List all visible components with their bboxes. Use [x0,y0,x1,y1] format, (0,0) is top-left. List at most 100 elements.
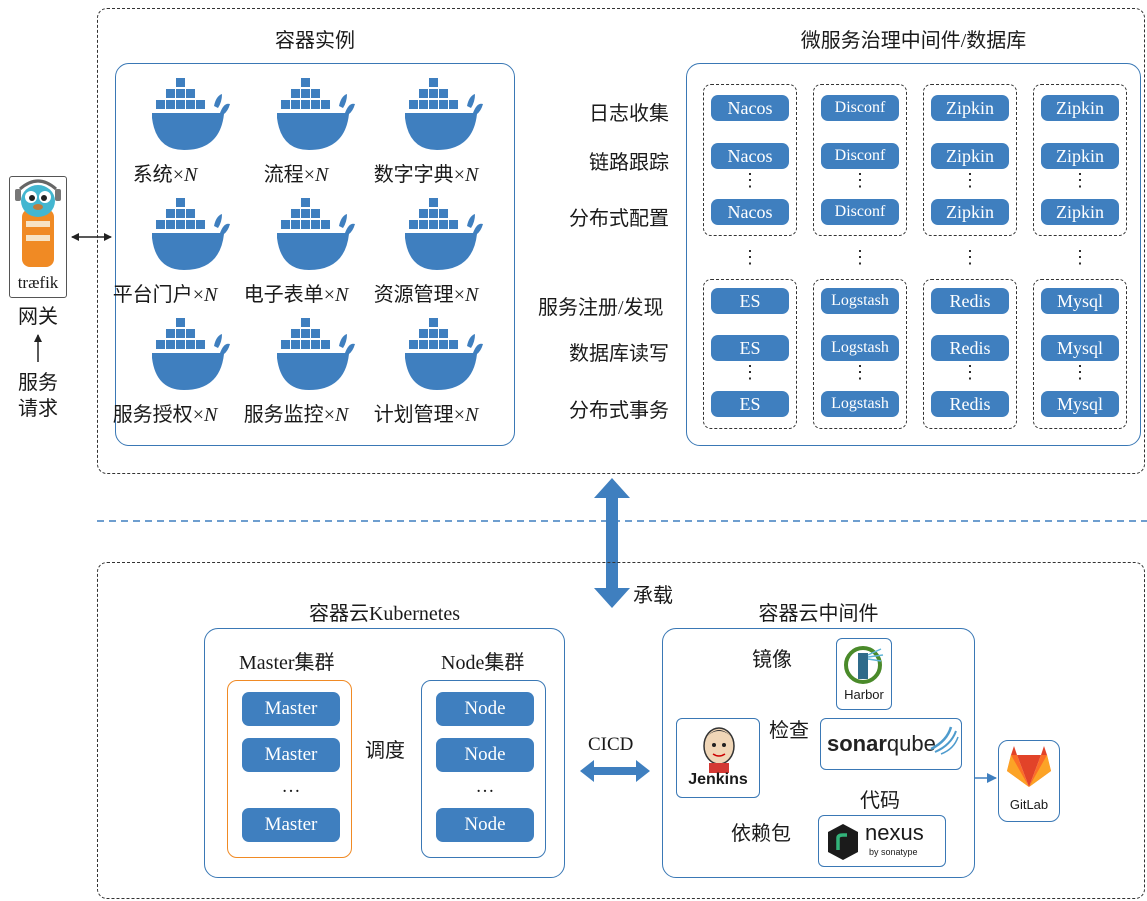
jenkins-text: Jenkins [688,771,748,788]
worker-node: Node [436,808,534,842]
traefik-text: træfik [17,273,59,292]
middleware-component: Zipkin [931,95,1009,121]
mirror-label: 镜像 [752,649,792,671]
master-node: Master [242,738,340,772]
node-cluster-box [421,680,546,858]
nexus-logo: nexus by sonatype [818,815,946,867]
sonar-text: sonar [827,731,887,756]
middleware-box [686,63,1141,446]
middleware-component: Zipkin [1041,95,1119,121]
container-title: 容器实例 [275,30,355,52]
middleware-component: Mysql [1041,288,1119,314]
service-label: 服务监控×N [243,404,349,426]
function-label: 日志收集 [589,103,669,125]
middleware-title: 微服务治理中间件/数据库 [800,30,1027,52]
docker-whale-icon [150,198,234,277]
middleware-component: Disconf [821,199,899,225]
docker-whale-icon [275,198,359,277]
service-label: 计划管理×N [373,404,479,426]
gitlab-text: GitLab [1009,797,1049,812]
sonar-waves-icon [930,726,959,755]
docker-whale-icon [403,78,487,157]
middleware-component: Zipkin [1041,143,1119,169]
service-label: 系统×N [132,164,198,186]
function-label: 服务注册/发现 [538,297,664,319]
middleware-component: Logstash [821,335,899,361]
service-label: 数字字典×N [373,164,479,186]
qube-text: qube [886,731,936,756]
middleware-component: Redis [931,288,1009,314]
function-label: 分布式配置 [569,208,669,230]
middleware-group [813,84,907,236]
carry-label: 承载 [633,585,673,607]
dependency-label: 依赖包 [731,823,791,845]
cicd-label: CICD [588,734,634,755]
service-label: 服务授权×N [112,404,218,426]
function-label: 数据库读写 [569,343,669,365]
k8s-title: 容器云Kubernetes [308,603,461,625]
middleware-component: Zipkin [931,143,1009,169]
function-label: 分布式事务 [569,400,669,422]
schedule-label: 调度 [365,740,405,762]
middleware-group [1033,279,1127,429]
sonarqube-logo: sonarqube [820,718,962,770]
harbor-text: Harbor [844,687,884,702]
nexus-icon [828,824,858,860]
gitlab-icon [1007,746,1051,787]
master-ellipsis: … [281,776,301,797]
middleware-component: Disconf [821,95,899,121]
middleware-component: ES [711,288,789,314]
nexus-subtext: by sonatype [869,847,918,857]
master-cluster-box [227,680,352,858]
check-label: 检查 [769,720,809,742]
middleware-group [813,279,907,429]
docker-whale-icon [403,318,487,397]
middleware-component: Nacos [711,143,789,169]
jenkins-icon [703,727,735,773]
service-label: 平台门户×N [112,284,218,306]
middleware-component: Zipkin [931,199,1009,225]
docker-whale-icon [150,318,234,397]
top-dashed-region [97,8,1145,474]
middleware-component: ES [711,391,789,417]
middleware-component: Mysql [1041,391,1119,417]
cicd-arrow [580,760,650,782]
node-ellipsis: … [475,776,495,797]
gitlab-logo: GitLab [998,740,1060,822]
middleware-component: Logstash [821,391,899,417]
worker-node: Node [436,738,534,772]
request-label: 服务 [18,372,58,394]
service-label: 电子表单×N [243,284,349,306]
master-node: Master [242,692,340,726]
request-label: 请求 [18,398,58,420]
gateway-label: 网关 [18,306,58,328]
middleware-component: Logstash [821,288,899,314]
middleware-component: Redis [931,335,1009,361]
nexus-text: nexus [865,820,924,845]
middleware-group [703,84,797,236]
carry-arrow [594,478,630,608]
middleware-component: ES [711,335,789,361]
middleware-component: Nacos [711,199,789,225]
node-cluster-title: Node集群 [441,652,525,674]
service-label: 资源管理×N [373,284,479,306]
cloud-middleware-title: 容器云中间件 [758,603,879,625]
middleware-group [923,279,1017,429]
harbor-logo: Harbor [836,638,892,710]
docker-whale-icon [150,78,234,157]
middleware-component: Nacos [711,95,789,121]
master-cluster-title: Master集群 [239,652,335,674]
service-label: 流程×N [263,164,329,186]
middleware-group [923,84,1017,236]
harbor-icon [844,646,884,684]
docker-whale-icon [275,318,359,397]
bottom-dashed-region [97,562,1145,899]
middleware-component: Zipkin [1041,199,1119,225]
middleware-component: Mysql [1041,335,1119,361]
worker-node: Node [436,692,534,726]
code-label: 代码 [860,790,900,812]
master-node: Master [242,808,340,842]
docker-whale-icon [275,78,359,157]
middleware-component: Disconf [821,143,899,169]
middleware-component: Redis [931,391,1009,417]
